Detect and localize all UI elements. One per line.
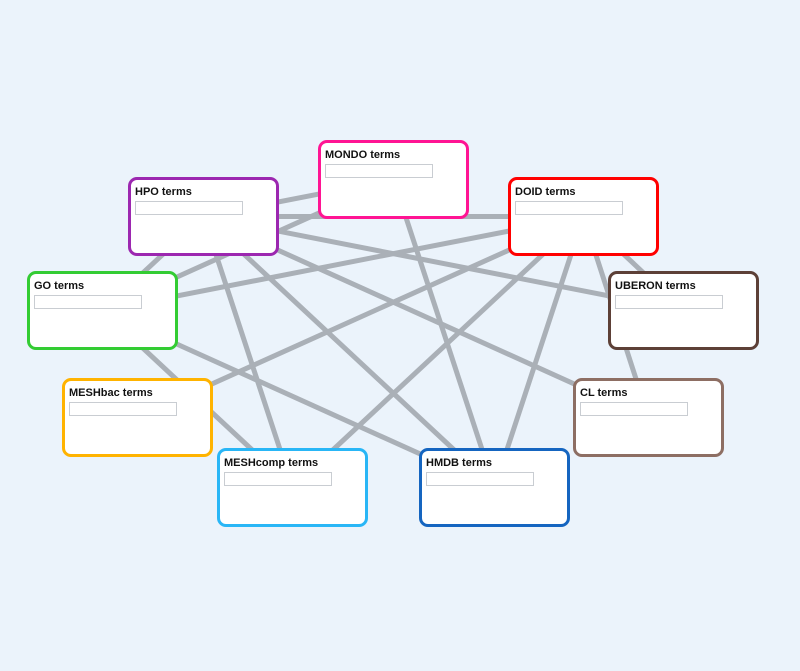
- node-doid[interactable]: DOID terms: [508, 177, 659, 256]
- node-meshcomp[interactable]: MESHcomp terms: [217, 448, 368, 527]
- hmdb-terms-input[interactable]: [426, 472, 534, 486]
- edge-doid-hmdb: [492, 215, 586, 489]
- hpo-terms-input[interactable]: [135, 201, 243, 215]
- node-title: GO terms: [34, 280, 85, 292]
- node-title: UBERON terms: [615, 280, 696, 292]
- node-hmdb[interactable]: HMDB terms: [419, 448, 570, 527]
- node-mondo[interactable]: MONDO terms: [318, 140, 469, 219]
- edge-doid-meshcomp: [290, 214, 586, 490]
- edge-doid-go: [102, 214, 584, 313]
- edge-hpo-meshcomp: [201, 215, 295, 489]
- node-uberon[interactable]: UBERON terms: [608, 271, 759, 350]
- node-hpo[interactable]: HPO terms: [128, 177, 279, 256]
- node-meshbac[interactable]: MESHbac terms: [62, 378, 213, 457]
- node-title: HMDB terms: [426, 457, 493, 469]
- edge-mondo-hmdb: [391, 178, 497, 489]
- node-title: DOID terms: [515, 186, 576, 198]
- go-terms-input[interactable]: [34, 295, 142, 309]
- node-title: MESHbac terms: [69, 387, 153, 399]
- node-cl[interactable]: CL terms: [573, 378, 724, 457]
- meshbac-terms-input[interactable]: [69, 402, 177, 416]
- node-title: HPO terms: [135, 186, 192, 198]
- mondo-terms-input[interactable]: [325, 164, 433, 178]
- doid-terms-input[interactable]: [515, 201, 623, 215]
- edge-hpo-uberon: [203, 214, 684, 313]
- node-go[interactable]: GO terms: [27, 271, 178, 350]
- node-title: CL terms: [580, 387, 628, 399]
- meshcomp-terms-input[interactable]: [224, 472, 332, 486]
- node-title: MESHcomp terms: [224, 457, 319, 469]
- node-title: MONDO terms: [325, 149, 401, 161]
- edge-hpo-hmdb: [201, 214, 497, 490]
- uberon-terms-input[interactable]: [615, 295, 723, 309]
- cl-terms-input[interactable]: [580, 402, 688, 416]
